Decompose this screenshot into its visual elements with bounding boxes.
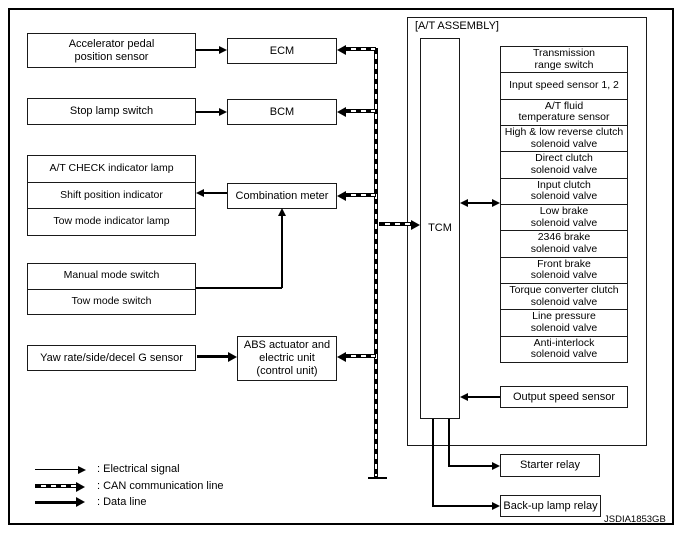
block-backup-lamp-relay: Back-up lamp relay [500,495,601,517]
arrowhead-into-starter-relay [492,462,500,470]
block-at-fluid-temp-sensor: A/T fluid temperature sensor [501,100,627,126]
block-tow-mode-indicator-lamp: Tow mode indicator lamp [53,215,170,228]
can-arrowhead-into-tcm [411,220,420,230]
wire-accel-to-ecm [196,49,222,51]
legend-electrical-label: : Electrical signal [97,463,180,475]
legend-can-label: : CAN communication line [97,480,224,492]
wire-mode-switch-vertical [281,212,283,288]
arrowhead-into-abs [228,352,237,362]
block-yaw-rate-sensor: Yaw rate/side/decel G sensor [27,345,196,371]
block-mode-switch-stack: Manual mode switch Tow mode switch [27,263,196,315]
wire-stop-to-bcm [196,111,222,113]
at-assembly-label: [A/T ASSEMBLY] [415,20,499,32]
block-abs-actuator: ABS actuator and electric unit (control … [237,336,337,381]
wire-output-sensor-to-tcm [464,396,500,398]
wire-tcm-to-starter-vertical [448,419,450,466]
can-trunk-end-tick [368,477,387,479]
block-tow-mode-switch: Tow mode switch [71,294,152,307]
legend-can-line [35,484,77,488]
arrowhead-output-into-tcm [460,393,468,401]
arrowhead-into-combination-meter [278,208,286,216]
can-branch-bcm [345,109,376,113]
block-front-brake-solenoid: Front brake solenoid valve [501,258,627,284]
arrowhead-into-bcm [219,108,227,116]
block-ecm: ECM [227,38,337,64]
block-transmission-range-switch: Transmission range switch [501,47,627,74]
wire-tcm-to-backup-horizontal [432,505,493,507]
block-solenoid-stack: Transmission range switch Input speed se… [500,46,628,363]
block-bcm: BCM [227,99,337,125]
legend-electrical-arrowhead [78,466,86,474]
can-branch-combination-meter [345,193,376,197]
can-arrowhead-into-abs [337,352,346,362]
can-branch-tcm [379,222,412,226]
legend-electrical-line [35,469,79,471]
wire-mode-switch-horizontal [196,287,282,289]
block-line-pressure-solenoid: Line pressure solenoid valve [501,310,627,337]
arrowhead-into-solenoid-stack [492,199,500,207]
block-output-speed-sensor: Output speed sensor [500,386,628,408]
arrowhead-into-tcm-left [460,199,468,207]
block-low-brake-solenoid: Low brake solenoid valve [501,205,627,232]
wire-yaw-to-abs-data-line [197,355,229,358]
wire-meter-to-indicators [203,192,227,194]
can-branch-abs [345,354,376,358]
block-torque-converter-clutch-solenoid: Torque converter clutch solenoid valve [501,284,627,311]
block-input-clutch-solenoid: Input clutch solenoid valve [501,179,627,205]
block-tcm: TCM [420,38,460,419]
block-input-speed-sensor: Input speed sensor 1, 2 [501,73,627,100]
legend-can-arrowhead [76,482,85,492]
arrowhead-into-indicator-stack [196,189,204,197]
wire-tcm-to-backup-vertical [432,419,434,507]
block-direct-clutch-solenoid: Direct clutch solenoid valve [501,152,627,179]
legend-data-line [35,501,77,504]
can-arrowhead-into-ecm [337,45,346,55]
block-starter-relay: Starter relay [500,454,600,477]
block-2346-brake-solenoid: 2346 brake solenoid valve [501,231,627,258]
block-shift-position-indicator: Shift position indicator [28,183,195,210]
can-trunk-line [374,48,378,477]
legend-data-arrowhead [76,497,85,507]
block-manual-mode-switch: Manual mode switch [28,264,195,290]
block-high-low-reverse-clutch-solenoid: High & low reverse clutch solenoid valve [501,126,627,153]
legend-data-label: : Data line [97,496,147,508]
wire-tcm-solenoid-stack [464,202,496,204]
can-arrowhead-into-bcm [337,107,346,117]
block-combination-meter: Combination meter [227,183,337,209]
block-accelerator-pedal-position-sensor: Accelerator pedal position sensor [27,33,196,68]
block-anti-interlock-solenoid: Anti-interlock solenoid valve [530,336,598,361]
can-arrowhead-into-combination-meter [337,191,346,201]
block-stop-lamp-switch: Stop lamp switch [27,98,196,125]
wire-tcm-to-starter-horizontal [448,465,493,467]
block-indicator-stack: A/T CHECK indicator lamp Shift position … [27,155,196,236]
can-branch-ecm [345,47,376,51]
figure-code: JSDIA1853GB [604,514,666,525]
arrowhead-into-ecm [219,46,227,54]
block-at-check-indicator-lamp: A/T CHECK indicator lamp [28,156,195,183]
arrowhead-into-backup-relay [492,502,500,510]
diagram-border [8,8,674,525]
